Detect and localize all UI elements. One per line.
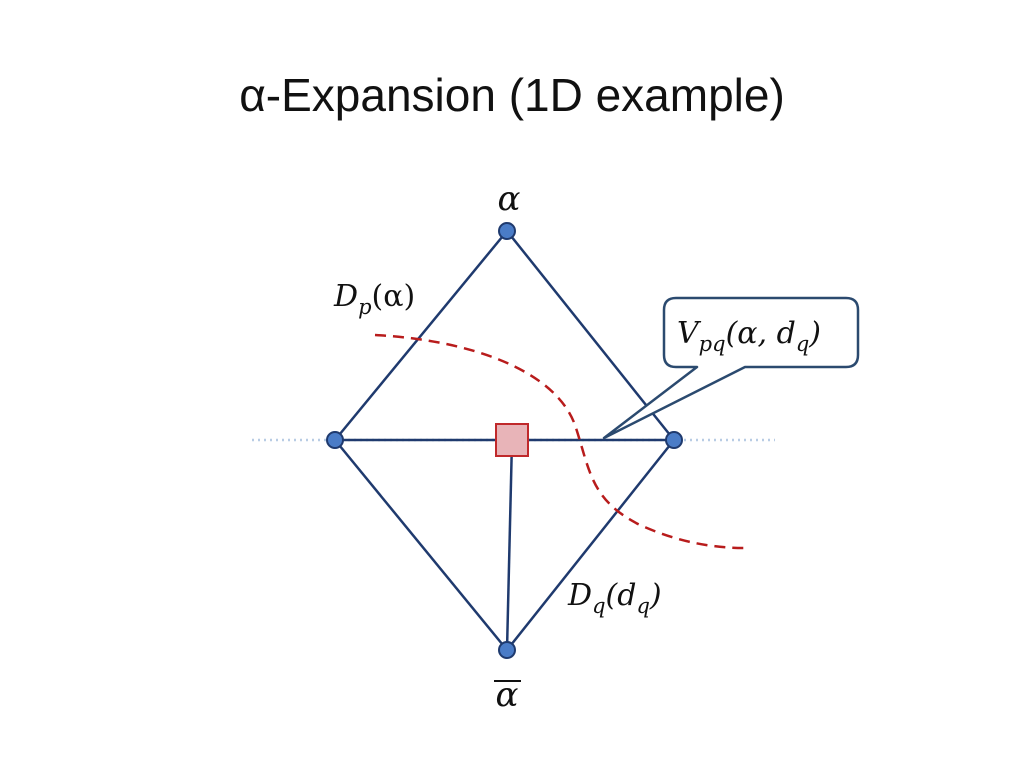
edge-aux-alphabar [505,439,514,651]
label-alpha-bar: α [494,675,521,715]
edge-q-alphabar [506,439,675,651]
dp-sub: p [358,295,371,319]
node-alpha-bar [498,641,516,659]
auxiliary-node [495,423,529,457]
slide-title: α-Expansion (1D example) [239,69,785,121]
edge-p-alphabar [334,439,508,651]
callout-box [602,296,860,440]
dp-main: D [333,279,358,314]
dq-arg-open: (d [606,578,637,613]
label-alpha: α [498,179,521,219]
dq-sub: q [592,594,605,618]
callout-vpq: Vpq(α, dq) [602,296,860,440]
cut-curve [374,333,746,550]
node-q [665,431,683,449]
label-dp-alpha: Dp(α) [333,279,415,319]
alpha-bar-symbol: α [496,675,519,715]
dq-main: D [567,578,592,613]
vpq-arg-open: (α, d [726,316,796,351]
label-dq-dq: Dq(dq) [567,578,662,618]
vpq-arg-close: ) [808,316,821,351]
dq-arg-sub: q [636,594,649,618]
node-alpha [498,222,516,240]
edge-alpha-p [334,230,508,441]
vpq-sub: pq [699,332,726,356]
dq-arg-close: ) [649,578,662,613]
dp-arg: (α) [372,279,416,314]
vpq-main: V [677,316,702,351]
node-p [326,431,344,449]
vpq-arg-sub: q [796,332,809,356]
callout-text: Vpq(α, dq) [677,316,821,356]
